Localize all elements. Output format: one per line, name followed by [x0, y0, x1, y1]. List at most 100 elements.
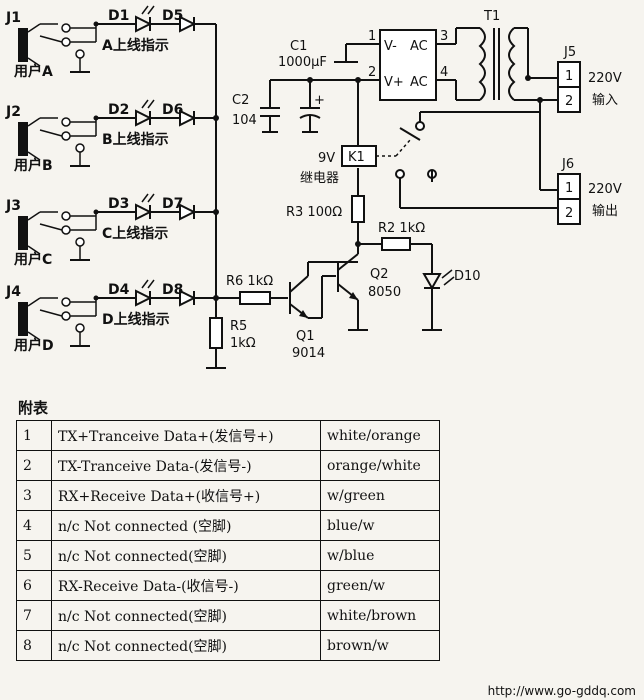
wire-color: green/w [320, 570, 440, 601]
wire-color: w/blue [320, 540, 440, 571]
signal-description: n/c Not connected(空脚) [51, 540, 321, 571]
r5-value: 1kΩ [230, 336, 256, 351]
user-label: 用户D [14, 337, 54, 354]
led-diode [135, 109, 153, 127]
j5-pin-2: 2 [565, 94, 573, 109]
output-label: 输出 [592, 203, 618, 219]
r3-label: R3 100Ω [286, 205, 342, 220]
j6-pin-1: 1 [565, 181, 573, 196]
signal-description: n/c Not connected(空脚) [51, 600, 321, 631]
pin-number: 5 [16, 540, 52, 571]
online-indicator-label: D上线指示 [102, 311, 170, 328]
r6-label: R6 1kΩ [226, 274, 273, 289]
diode-label: D8 [162, 282, 183, 298]
transformer-primary [478, 27, 486, 101]
transformer-secondary [508, 27, 516, 101]
rectifier-diode [179, 15, 197, 33]
j5-pin-1: 1 [565, 69, 573, 84]
rj45-jack-icon [18, 216, 28, 250]
user-label: 用户B [14, 157, 53, 174]
pin-number: 2 [16, 450, 52, 481]
terminal-j5: 1 2 J5 220V 输入 [557, 45, 622, 113]
j5-label: J5 [563, 45, 576, 60]
c1-name: C1 [290, 39, 307, 54]
q2-name: Q2 [370, 267, 389, 282]
q1-type: 9014 [292, 346, 325, 361]
pin-number: 3 [16, 480, 52, 511]
diode-label: D7 [162, 196, 183, 212]
rj45-jack-icon [18, 28, 28, 62]
jack-label: J1 [5, 10, 21, 26]
led-diode [135, 289, 153, 307]
wire-color: brown/w [320, 630, 440, 661]
pin-number: 6 [16, 570, 52, 601]
relay-name: K1 [348, 150, 365, 165]
diode-label: D6 [162, 102, 183, 118]
output-voltage: 220V [588, 182, 622, 197]
j6-label: J6 [561, 157, 574, 172]
r6-resistor [239, 291, 271, 305]
signal-description: RX-Receive Data-(收信号-) [51, 570, 321, 601]
relay-contacts [395, 60, 558, 209]
pin-number: 8 [16, 630, 52, 661]
relay-coil-circuit: R3 100Ω K1 9V 继电器 R2 1kΩ D10 [286, 86, 481, 331]
r5-resistor [209, 317, 223, 349]
led-label: D1 [108, 8, 129, 24]
transformer-label: T1 [483, 9, 500, 24]
relay-voltage: 9V [318, 151, 335, 166]
pin-number: 7 [16, 600, 52, 631]
jack-label: J4 [5, 284, 21, 300]
c2-name: C2 [232, 93, 249, 108]
rj45-jack-icon [18, 122, 28, 156]
transistor-driver: R6 1kΩ Q1 9014 Q2 8050 [216, 244, 401, 361]
svg-text:+: + [314, 93, 325, 108]
wire-color: w/green [320, 480, 440, 511]
led-label: D2 [108, 102, 129, 118]
jack-label: J2 [5, 104, 21, 120]
user-label: 用户C [14, 251, 52, 268]
wire-color: white/orange [320, 420, 440, 451]
bridge-pin-1: 1 [368, 29, 376, 44]
watermark: http://www.go-gddq.com [487, 684, 636, 698]
diode-label: D5 [162, 8, 183, 24]
led-label: D4 [108, 282, 130, 298]
r3-resistor [351, 195, 365, 223]
signal-description: TX-Tranceive Data-(发信号-) [51, 450, 321, 481]
wire-color: blue/w [320, 510, 440, 541]
bridge-term-ac2: AC [410, 75, 428, 90]
pin-number: 4 [16, 510, 52, 541]
bridge-pin-2: 2 [368, 65, 376, 80]
j6-pin-2: 2 [565, 206, 573, 221]
rectifier-bridge [379, 29, 437, 101]
input-voltage: 220V [588, 71, 622, 86]
r5-name: R5 [230, 319, 247, 334]
user-label: 用户A [14, 63, 53, 80]
signal-description: n/c Not connected (空脚) [51, 510, 321, 541]
bridge-pin-4: 4 [440, 65, 448, 80]
bridge-term-ac1: AC [410, 39, 428, 54]
bridge-term-vminus: V- [384, 39, 397, 54]
appendix-title: 附表 [18, 399, 49, 417]
jack-label: J3 [5, 198, 21, 214]
bridge-pin-3: 3 [440, 29, 448, 44]
r2-resistor [381, 237, 411, 251]
rectifier-diode [179, 289, 197, 307]
led-diode [135, 15, 153, 33]
led-label: D3 [108, 196, 129, 212]
rectifier-diode [179, 203, 197, 221]
terminal-j6: 1 2 J6 220V 输出 [557, 157, 622, 225]
